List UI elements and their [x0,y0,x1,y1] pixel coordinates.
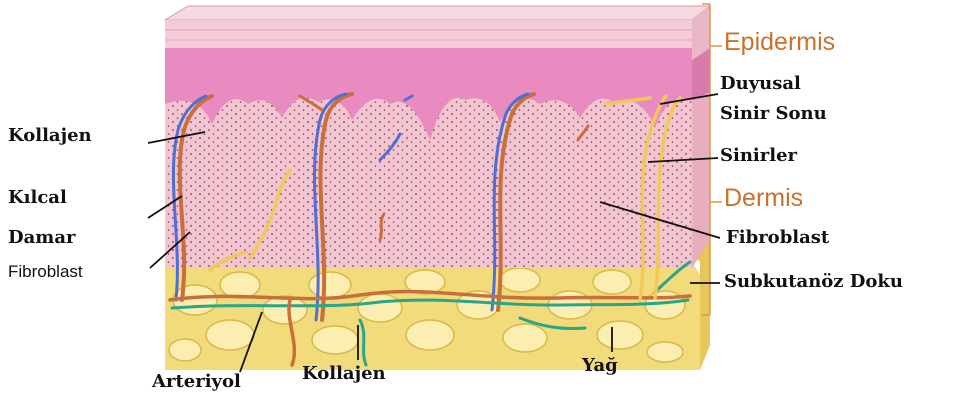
kollajen-top-label: Kollajen [8,126,92,147]
damar-label: Damar [8,228,75,249]
yag-label: Yağ [582,356,618,377]
sinir-sonu-label: Sinir Sonu [720,104,827,125]
arteriyol-label: Arteriyol [152,372,241,393]
subcutaneous-label: Subkutanöz Doku [724,272,903,293]
epidermis-label: Epidermis [724,28,835,57]
sinirler-label: Sinirler [720,146,797,167]
fibroblast-left-label: Fibroblast [8,262,83,282]
duyusal-label: Duyusal [720,74,801,95]
dermis-label: Dermis [724,184,803,213]
kilcal-label: Kılcal [8,188,67,209]
kollajen-bottom-label: Kollajen [302,364,386,385]
fibroblast-right-label: Fibroblast [726,228,829,249]
